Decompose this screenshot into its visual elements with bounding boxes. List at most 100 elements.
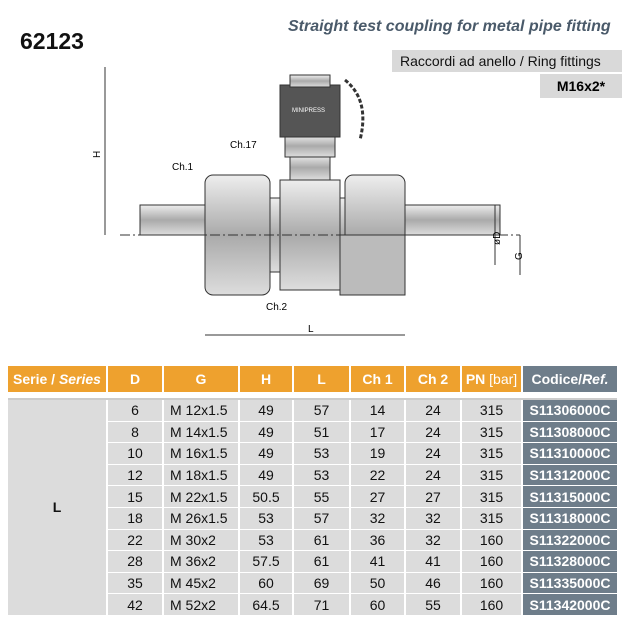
- cell-pn: 315: [462, 443, 521, 465]
- cell-d: 6: [108, 400, 162, 422]
- series-cell: L: [8, 400, 106, 616]
- cell-d: 8: [108, 421, 162, 444]
- cell-ref: S11312000C: [523, 464, 617, 487]
- technical-drawing: MINIPRESS H L Ch.17 Ch.1 Ch.2 øD G: [92, 67, 525, 336]
- cell-pn: 315: [462, 464, 521, 487]
- cell-ref: S11308000C: [523, 421, 617, 444]
- cell-d: 35: [108, 572, 162, 595]
- cell-h: 57.5: [240, 551, 292, 573]
- cell-ch1: 17: [351, 421, 404, 444]
- cell-h: 49: [240, 443, 292, 465]
- cell-ch2: 24: [406, 400, 460, 422]
- column-header: H: [240, 366, 292, 392]
- cell-g: M 26x1.5: [164, 507, 238, 530]
- cell-ch2: 32: [406, 529, 460, 552]
- cell-d: 12: [108, 464, 162, 487]
- cell-ref: S11328000C: [523, 551, 617, 573]
- cell-ch1: 36: [351, 529, 404, 552]
- cell-ch2: 32: [406, 507, 460, 530]
- cell-l: 57: [294, 400, 349, 422]
- specs-table: Serie / Series D G H L Ch 1 Ch 2 PN [bar…: [6, 366, 619, 616]
- cell-d: 15: [108, 486, 162, 508]
- column-header: G: [164, 366, 238, 392]
- ch17-label: Ch.17: [230, 140, 257, 151]
- table-header: Serie / Series D G H L Ch 1 Ch 2 PN [bar…: [8, 366, 617, 392]
- cell-h: 49: [240, 421, 292, 444]
- cell-h: 53: [240, 529, 292, 552]
- cell-h: 60: [240, 572, 292, 595]
- cell-d: 28: [108, 551, 162, 573]
- cell-ch1: 50: [351, 572, 404, 595]
- dim-d-label: øD: [492, 232, 503, 245]
- cell-ch1: 60: [351, 594, 404, 616]
- dim-l-label: L: [308, 324, 314, 335]
- cell-h: 64.5: [240, 594, 292, 616]
- thread-label: M16x2*: [540, 74, 622, 98]
- cell-d: 42: [108, 594, 162, 616]
- cell-g: M 22x1.5: [164, 486, 238, 508]
- ch2-label: Ch.2: [266, 302, 288, 313]
- cell-pn: 160: [462, 572, 521, 595]
- cell-ch2: 46: [406, 572, 460, 595]
- cell-l: 71: [294, 594, 349, 616]
- cell-pn: 160: [462, 529, 521, 552]
- cell-g: M 45x2: [164, 572, 238, 595]
- cell-d: 10: [108, 443, 162, 465]
- cell-ref: S11318000C: [523, 507, 617, 530]
- column-header: Serie / Series: [8, 366, 106, 392]
- column-header: Codice/Ref.: [523, 366, 617, 392]
- product-subtitle: Straight test coupling for metal pipe fi…: [288, 18, 611, 35]
- cell-pn: 160: [462, 594, 521, 616]
- cell-pn: 315: [462, 421, 521, 444]
- cell-ch2: 27: [406, 486, 460, 508]
- cell-ref: S11310000C: [523, 443, 617, 465]
- cell-l: 57: [294, 507, 349, 530]
- cell-ch1: 32: [351, 507, 404, 530]
- cell-h: 50.5: [240, 486, 292, 508]
- dim-g-label: G: [514, 252, 525, 260]
- column-header: L: [294, 366, 349, 392]
- cell-ref: S11342000C: [523, 594, 617, 616]
- cell-ch1: 14: [351, 400, 404, 422]
- column-header: D: [108, 366, 162, 392]
- cell-ch1: 22: [351, 464, 404, 487]
- cell-l: 53: [294, 443, 349, 465]
- cell-g: M 14x1.5: [164, 421, 238, 444]
- column-header: PN [bar]: [462, 366, 521, 392]
- cell-l: 61: [294, 551, 349, 573]
- cell-ref: S11322000C: [523, 529, 617, 552]
- column-header: Ch 2: [406, 366, 460, 392]
- cell-h: 49: [240, 464, 292, 487]
- cell-ref: S11335000C: [523, 572, 617, 595]
- cell-l: 53: [294, 464, 349, 487]
- product-code: 62123: [20, 28, 84, 54]
- cell-ch2: 41: [406, 551, 460, 573]
- cell-ch1: 27: [351, 486, 404, 508]
- cell-g: M 18x1.5: [164, 464, 238, 487]
- cell-ch2: 24: [406, 421, 460, 444]
- minipress-logo: MINIPRESS: [292, 108, 325, 114]
- cell-ch2: 55: [406, 594, 460, 616]
- cell-ch1: 19: [351, 443, 404, 465]
- dim-h-label: H: [92, 151, 103, 158]
- cell-pn: 315: [462, 507, 521, 530]
- cell-ch2: 24: [406, 443, 460, 465]
- cell-g: M 12x1.5: [164, 400, 238, 422]
- cell-l: 61: [294, 529, 349, 552]
- cell-g: M 30x2: [164, 529, 238, 552]
- column-header: Ch 1: [351, 366, 404, 392]
- cell-ch1: 41: [351, 551, 404, 573]
- cell-ref: S11306000C: [523, 400, 617, 422]
- cell-ref: S11315000C: [523, 486, 617, 508]
- cell-pn: 315: [462, 486, 521, 508]
